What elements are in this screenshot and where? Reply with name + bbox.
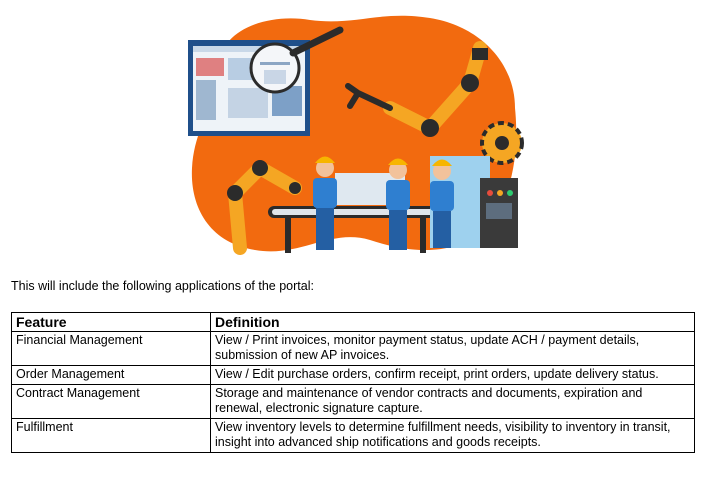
worker-figure-1-icon [313,156,337,250]
table-row: Financial Management View / Print invoic… [11,331,695,366]
column-header-feature: Feature [11,312,211,332]
factory-illustration [188,15,524,255]
table-header-row: Feature Definition [11,312,695,332]
magnifying-glass-icon [249,26,344,94]
gear-icon [480,121,524,165]
table-row: Order Management View / Edit purchase or… [11,365,695,385]
feature-table: Feature Definition Financial Management … [11,312,695,453]
column-header-definition: Definition [210,312,695,332]
definition-cell: View / Edit purchase orders, confirm rec… [210,365,695,385]
feature-cell: Order Management [11,365,211,385]
worker-figure-2-icon [386,158,410,250]
feature-cell: Contract Management [11,384,211,419]
feature-cell: Financial Management [11,331,211,366]
dashboard-monitor-icon [188,40,310,136]
feature-cell: Fulfillment [11,418,211,453]
definition-cell: View / Print invoices, monitor payment s… [210,331,695,366]
table-row: Fulfillment View inventory levels to det… [11,418,695,453]
definition-cell: View inventory levels to determine fulfi… [210,418,695,453]
definition-cell: Storage and maintenance of vendor contra… [210,384,695,419]
intro-text: This will include the following applicat… [11,279,314,293]
control-panel-icon [480,178,518,248]
robot-arm-left-icon [227,160,302,255]
robot-arm-top-icon [345,41,488,137]
table-row: Contract Management Storage and maintena… [11,384,695,419]
